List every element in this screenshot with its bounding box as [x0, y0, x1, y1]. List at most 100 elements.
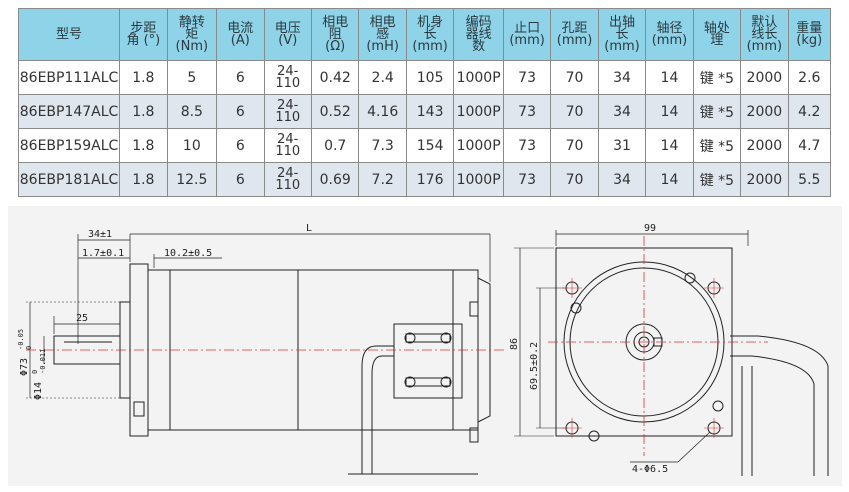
column-header-line: (mm) — [509, 32, 545, 48]
table-cell: 键 *5 — [692, 94, 742, 129]
column-header: 型号 — [17, 8, 121, 61]
column-header-line: (kg) — [796, 32, 823, 48]
table-cell: 6 — [216, 60, 265, 95]
column-header-line: (A) — [230, 32, 250, 48]
table-cell: 0.42 — [310, 60, 360, 95]
table-cell: 14 — [645, 94, 694, 129]
table-cell: 4.7 — [787, 128, 832, 163]
column-header-line: 默认 — [751, 14, 778, 30]
column-header: 默认线长(mm) — [740, 8, 789, 61]
table-cell: 14 — [645, 128, 694, 163]
dim-width-label: 99 — [644, 223, 656, 234]
column-header: 静转矩(Nm) — [166, 8, 218, 61]
voltage-line: 110 — [275, 143, 301, 159]
column-header-line: (Ω) — [325, 38, 346, 54]
table-cell: 12.5 — [166, 162, 218, 197]
table-cell: 73 — [502, 94, 552, 129]
column-header-line: 器线 — [465, 26, 492, 42]
column-header: 轴径(mm) — [645, 8, 694, 61]
table-cell: 1000P — [453, 162, 504, 197]
voltage-line: 24- — [277, 131, 299, 147]
table-cell: 1.8 — [119, 128, 168, 163]
table-cell: 86EBP159ALC — [17, 128, 121, 163]
table-cell: 1000P — [453, 60, 504, 95]
table-cell: 176 — [405, 162, 455, 197]
table-cell: 键 *5 — [692, 128, 742, 163]
table-cell: 4.16 — [358, 94, 407, 129]
column-header: 电压(V) — [263, 8, 312, 61]
table-cell: 24-110 — [263, 60, 312, 95]
table-cell: 70 — [550, 162, 599, 197]
dim-flange-label: 1.7±0.1 — [82, 248, 124, 259]
column-header: 电流(A) — [216, 8, 265, 61]
table-cell: 2000 — [740, 128, 789, 163]
table-cell: 154 — [405, 128, 455, 163]
column-header-line: 重量 — [796, 20, 823, 36]
table-cell: 2000 — [740, 94, 789, 129]
column-header-line: 静转 — [178, 14, 205, 30]
voltage-line: 24- — [277, 63, 299, 79]
table-cell: 143 — [405, 94, 455, 129]
dimension-drawing-panel: 34±1 1.7±0.1 10.2±0.5 L 25 Φ73 -0.05 0 Φ… — [8, 206, 842, 486]
table-cell: 7.2 — [358, 162, 407, 197]
table-cell: 1.8 — [119, 162, 168, 197]
table-cell: 8.5 — [166, 94, 218, 129]
dim-holes-label: 69.5±0.2 — [529, 342, 540, 390]
table-cell: 70 — [550, 128, 599, 163]
column-header-line: 止口 — [514, 20, 541, 36]
column-header-line: (V) — [278, 32, 298, 48]
table-cell: 6 — [216, 162, 265, 197]
column-header-line: 角 (°) — [126, 32, 161, 48]
table-cell: 73 — [502, 60, 552, 95]
table-cell: 键 *5 — [692, 60, 742, 95]
column-header-line: (mm) — [556, 32, 593, 48]
column-header-line: 电压 — [274, 20, 301, 36]
dim-height-label: 86 — [509, 338, 520, 350]
column-header: 重量(kg) — [787, 8, 832, 61]
table-cell: 4.2 — [787, 94, 832, 129]
column-header-line: (mm) — [412, 38, 448, 54]
table-cell: 86EBP147ALC — [17, 94, 121, 129]
cable-front — [730, 335, 829, 476]
table-cell: 5.5 — [787, 162, 832, 197]
dim-shaft-tol: 0 — [31, 370, 39, 374]
table-cell: 1000P — [453, 94, 504, 129]
table-cell: 2.6 — [787, 60, 832, 95]
column-header-line: 线长 — [751, 26, 778, 42]
column-header-line: 矩 — [185, 26, 199, 42]
cable-side — [361, 345, 394, 474]
table-cell: 1.8 — [119, 60, 168, 95]
column-header-line: 数 — [472, 38, 486, 54]
column-header-line: 型号 — [56, 26, 83, 42]
table-cell: 0.7 — [310, 128, 360, 163]
table-cell: 34 — [597, 162, 647, 197]
dim-step-label: 10.2±0.5 — [164, 248, 212, 259]
column-header-line: (mH) — [366, 38, 399, 54]
column-header-line: 相电 — [369, 14, 396, 30]
table-cell: 70 — [550, 94, 599, 129]
encoder-connector — [393, 323, 463, 399]
table-cell: 24-110 — [263, 162, 312, 197]
table-cell: 6 — [216, 94, 265, 129]
column-header: 孔距(mm) — [550, 8, 599, 61]
table-cell: 1000P — [453, 128, 504, 163]
column-header-line: 理 — [710, 32, 724, 48]
column-header-line: 长 — [615, 26, 629, 42]
column-header: 编码器线数 — [453, 8, 504, 61]
table-cell: 24-110 — [263, 94, 312, 129]
table-cell: 86EBP181ALC — [17, 162, 121, 197]
column-header: 轴处理 — [692, 8, 742, 61]
table-cell: 70 — [550, 60, 599, 95]
column-header: 步距角 (°) — [119, 8, 168, 61]
column-header-line: 步距 — [130, 20, 157, 36]
table-cell: 10 — [166, 128, 218, 163]
spec-header-row: 型号步距角 (°)静转矩(Nm)电流(A)电压(V)相电阻(Ω)相电感(mH)机… — [17, 8, 832, 61]
spec-table: 型号步距角 (°)静转矩(Nm)电流(A)电压(V)相电阻(Ω)相电感(mH)机… — [17, 8, 832, 197]
column-header-line: 阻 — [328, 26, 342, 42]
table-cell: 2000 — [740, 60, 789, 95]
column-header-line: 长 — [423, 26, 437, 42]
table-cell: 7.3 — [358, 128, 407, 163]
column-header: 机身长(mm) — [405, 8, 455, 61]
table-cell: 86EBP111ALC — [17, 60, 121, 95]
column-header-line: 轴处 — [703, 20, 730, 36]
